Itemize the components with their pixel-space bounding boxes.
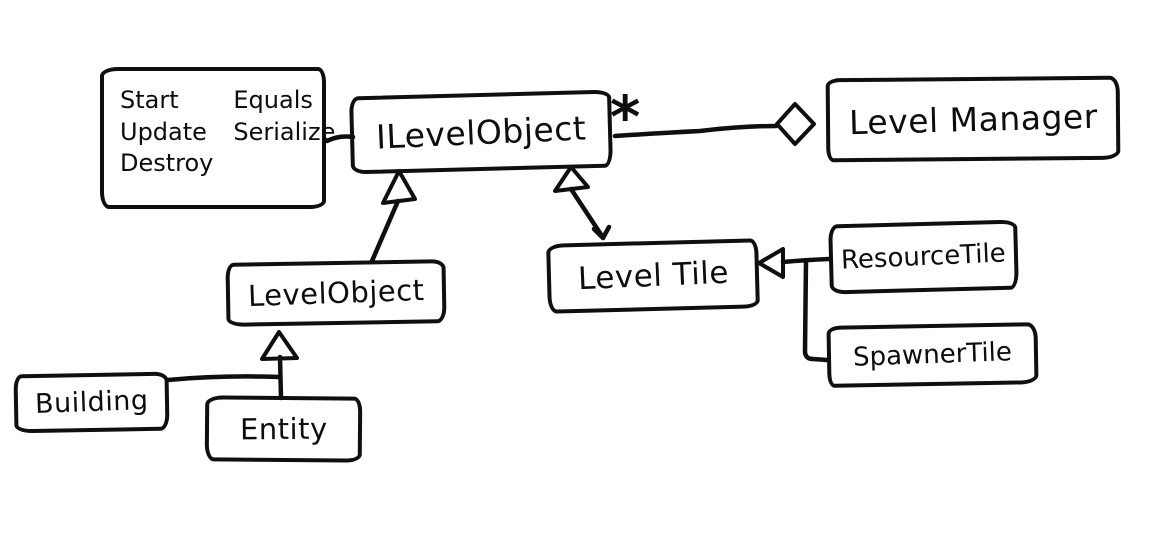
class-label-leveltile: Level Tile: [576, 254, 730, 298]
inheritance-triangle-leveltile-icon: [553, 165, 590, 193]
inheritance-triangle-levelobject-children-icon: [260, 330, 299, 361]
method-serialize: Serialize: [233, 117, 336, 146]
method-destroy: Destroy: [120, 149, 214, 178]
class-box-entity: Entity: [204, 395, 363, 463]
class-box-building: Building: [13, 371, 170, 434]
class-box-resourcetile: ResourceTile: [828, 219, 1019, 295]
class-box-levelobject: LevelObject: [225, 259, 447, 327]
class-label-levelobject: LevelObject: [247, 272, 425, 314]
method-update: Update: [120, 117, 207, 146]
multiplicity-star: *: [610, 83, 640, 151]
aggregation-diamond-icon: [775, 102, 816, 146]
inheritance-triangle-tiles-icon: [757, 247, 785, 279]
methods-column-2: Equals Serialize: [233, 85, 335, 148]
class-label-levelmanager: Level Manager: [848, 96, 1098, 142]
class-label-ilevelobject: ILevelObject: [375, 107, 587, 157]
class-box-levelmanager: Level Manager: [825, 75, 1121, 163]
inheritance-line-levelobject: [369, 198, 401, 264]
methods-column-1: Start Update Destroy: [120, 85, 213, 180]
class-label-resourcetile: ResourceTile: [840, 238, 1007, 276]
class-label-spawnertile: SpawnerTile: [852, 337, 1013, 373]
entity-line: [277, 354, 284, 401]
aggregation-line: [612, 123, 779, 139]
resourcetile-line: [780, 256, 832, 265]
spawnertile-line: [802, 258, 830, 363]
class-box-spawnertile: SpawnerTile: [826, 322, 1039, 388]
inheritance-line-leveltile-tip: [591, 224, 612, 241]
method-start: Start: [120, 86, 179, 114]
class-box-leveltile: Level Tile: [546, 238, 760, 314]
inheritance-line-leveltile: [568, 186, 605, 239]
inheritance-triangle-levelobject-icon: [381, 169, 417, 205]
class-label-entity: Entity: [239, 411, 328, 447]
methods-note-box: Start Update Destroy Equals Serialize: [100, 67, 335, 209]
building-line: [165, 374, 283, 383]
method-equals: Equals: [233, 86, 313, 114]
class-box-ilevelobject: ILevelObject: [349, 89, 613, 175]
class-label-building: Building: [34, 385, 149, 420]
